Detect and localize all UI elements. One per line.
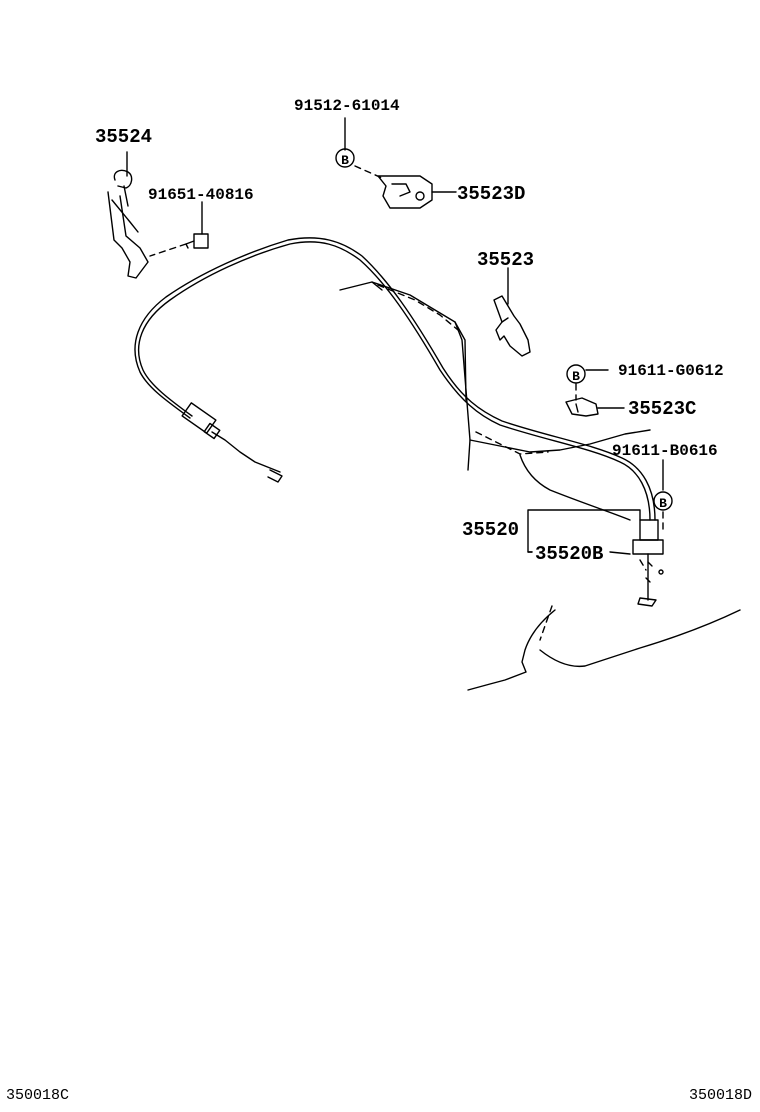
phantom-lines [149, 165, 664, 641]
label-91512-61014: 91512-61014 [294, 97, 400, 115]
cable-end-lever [632, 519, 664, 607]
part-35523 [493, 295, 531, 357]
vehicle-body-outline [339, 281, 741, 691]
label-91651-40816: 91651-40816 [148, 186, 254, 204]
diagram-code-right: 350018D [688, 1087, 752, 1104]
marker-b-lower: B [659, 496, 667, 511]
bracket-35523D [377, 175, 433, 209]
label-35523: 35523 [477, 249, 534, 271]
leader-lines [126, 117, 664, 555]
label-35523C: 35523C [628, 398, 696, 420]
label-91611-B0616: 91611-B0616 [612, 442, 718, 460]
label-35520: 35520 [462, 519, 519, 541]
label-35523D: 35523D [457, 183, 525, 205]
marker-b-middle: B [572, 369, 580, 384]
label-91611-G0612: 91611-G0612 [618, 362, 724, 380]
label-35520B: 35520B [535, 543, 603, 565]
release-cable [134, 237, 656, 521]
diagram-code-left: 350018C [6, 1087, 70, 1104]
clip-35523C [565, 397, 599, 417]
bolt-91651 [185, 233, 209, 249]
bracket-35524 [107, 169, 149, 279]
marker-b-top: B [341, 153, 349, 168]
label-35524: 35524 [95, 126, 152, 148]
marker-circles [335, 148, 673, 511]
